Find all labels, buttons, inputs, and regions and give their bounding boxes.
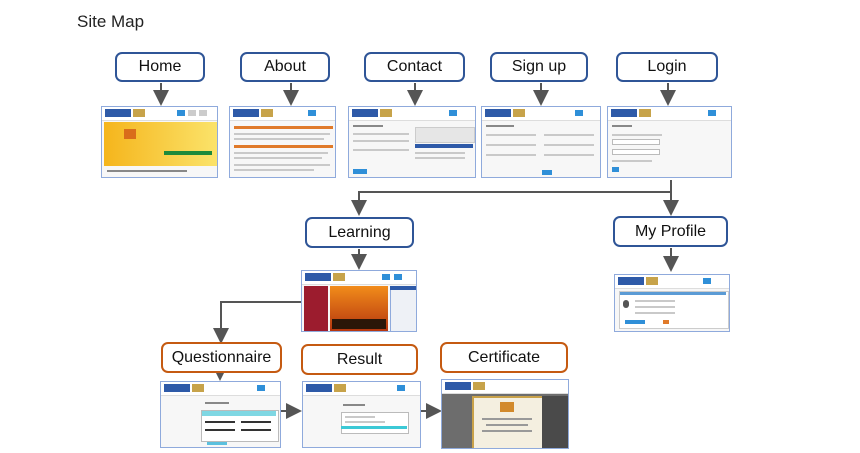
node-home: Home [115,52,205,82]
page-title: Site Map [77,12,145,31]
node-myprofile: My Profile [613,216,728,247]
myprofile-screenshot [614,274,730,332]
certificate-screenshot [441,379,569,449]
node-certificate: Certificate [440,342,568,373]
about-screenshot [229,106,336,178]
home-screenshot [101,106,218,178]
login-screenshot [607,106,732,178]
questionnaire-screenshot [160,381,281,448]
node-contact: Contact [364,52,465,82]
signup-screenshot [481,106,601,178]
node-learning: Learning [305,217,414,248]
node-login: Login [616,52,718,82]
result-screenshot [302,381,421,448]
node-questionnaire: Questionnaire [161,342,282,373]
node-result: Result [301,344,418,375]
arrow-login-to-learning [351,180,672,216]
node-about: About [240,52,330,82]
learning-screenshot [301,270,417,332]
arrow-to-questionnaire [213,301,301,344]
contact-screenshot [348,106,476,178]
node-signup: Sign up [490,52,588,82]
